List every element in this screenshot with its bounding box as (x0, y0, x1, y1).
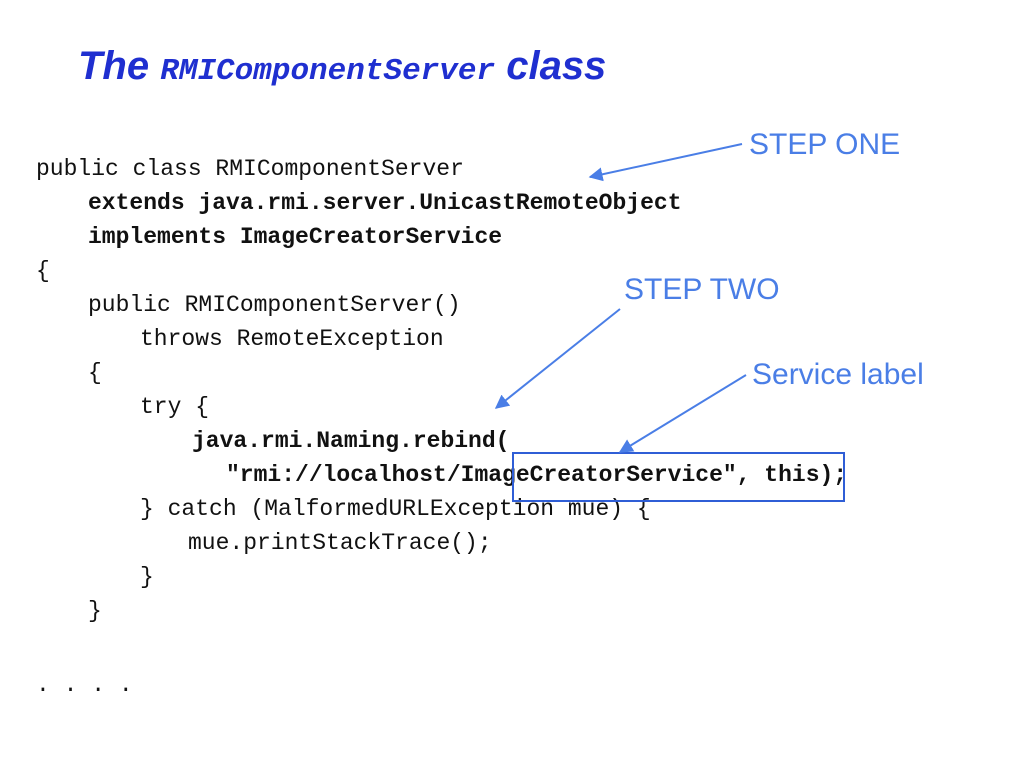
code-line-try: try { (140, 394, 210, 420)
code-line-ellipsis: . . . . (36, 672, 133, 698)
service-label-highlight-box (512, 452, 845, 502)
code-line-catch: } catch (MalformedURLException mue) { (140, 496, 651, 522)
title-suffix: class (495, 44, 607, 88)
arrow-service-label (618, 374, 747, 453)
arrow-step-one (588, 143, 743, 182)
callout-service-label: Service label (752, 358, 924, 391)
service-label-text: ImageCreatorService (460, 462, 723, 488)
rmi-url-suffix: ", this); (722, 462, 848, 488)
rmi-url-prefix: "rmi://localhost/ (226, 462, 461, 488)
code-line-implements: implements ImageCreatorService (88, 224, 503, 250)
code-line-class-declaration: public class RMIComponentServer (36, 156, 464, 182)
code-line-constructor-close: } (88, 598, 102, 624)
code-line-constructor-brace: { (88, 360, 102, 386)
code-line-constructor: public RMIComponentServer() (88, 292, 461, 318)
code-line-extends: extends java.rmi.server.UnicastRemoteObj… (88, 190, 682, 216)
callout-step-one: STEP ONE (749, 128, 901, 161)
code-line-catch-close: } (140, 564, 154, 590)
code-line-open-brace: { (36, 258, 50, 284)
slide-title: The RMIComponentServer class (78, 44, 606, 89)
callout-step-two: STEP TWO (624, 273, 780, 306)
title-class-name: RMIComponentServer (160, 54, 496, 89)
arrow-step-two (494, 308, 621, 409)
code-line-rebind: java.rmi.Naming.rebind( (192, 428, 510, 454)
code-line-rmi-url: "rmi://localhost/ImageCreatorService", t… (226, 458, 847, 492)
code-line-print-stack-trace: mue.printStackTrace(); (188, 530, 492, 556)
title-prefix: The (78, 44, 161, 88)
code-line-throws: throws RemoteException (140, 326, 444, 352)
